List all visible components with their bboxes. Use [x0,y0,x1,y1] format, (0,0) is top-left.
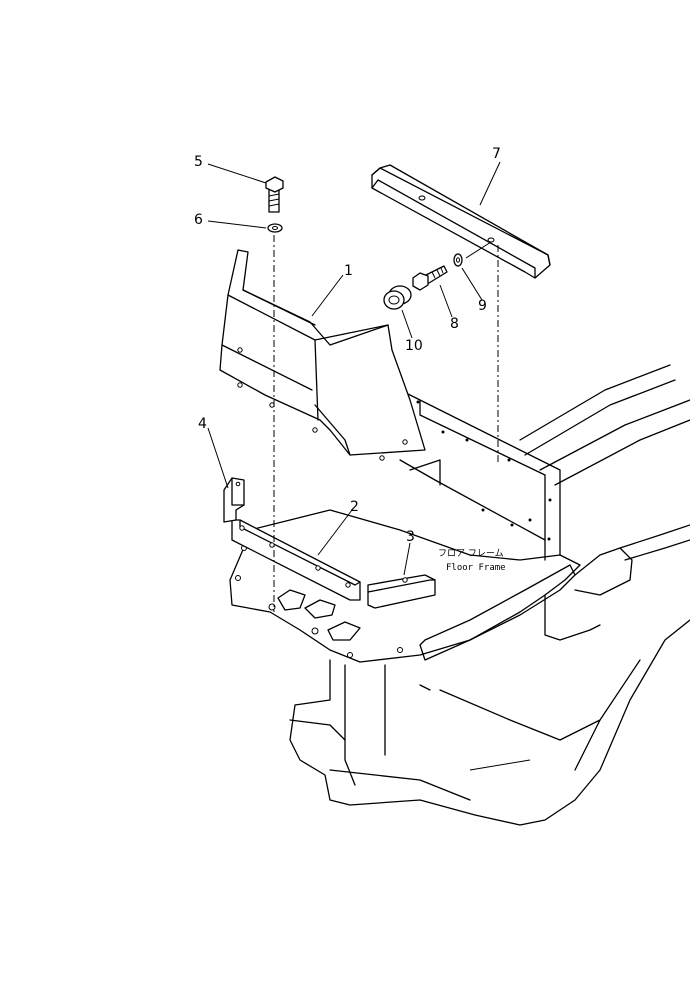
callout-6: 6 [194,212,203,228]
assembly-lines [273,235,499,612]
callout-7: 7 [492,146,501,162]
callout-8: 8 [450,316,459,332]
part-7-bar [371,164,551,279]
callout-10: 10 [405,338,423,354]
floor-frame-label: フロア フレーム Floor Frame [438,548,506,573]
callout-4: 4 [198,416,207,432]
part-3-pad [367,574,436,609]
callout-5: 5 [194,154,203,170]
floor-frame-rear-wall [399,389,561,561]
part-8-bolt [412,265,448,291]
floor-frame-label-en: Floor Frame [446,563,506,573]
part-5-bolt [265,176,284,213]
callout-9: 9 [478,298,487,314]
leader-lines [207,161,501,576]
callouts: 1 2 3 4 5 6 7 8 9 10 [194,146,501,545]
part-9-washer [453,253,463,267]
floor-frame-label-jp: フロア フレーム [438,548,504,559]
machine-frame [289,619,690,826]
part-4-bracket [223,477,245,523]
part-2-plate [231,519,361,601]
part-6-washer [267,223,283,233]
part-10-grommet [383,285,412,310]
part-1-cover [219,249,426,461]
callout-3: 3 [406,529,415,545]
callout-1: 1 [344,263,353,279]
callout-2: 2 [350,499,359,515]
